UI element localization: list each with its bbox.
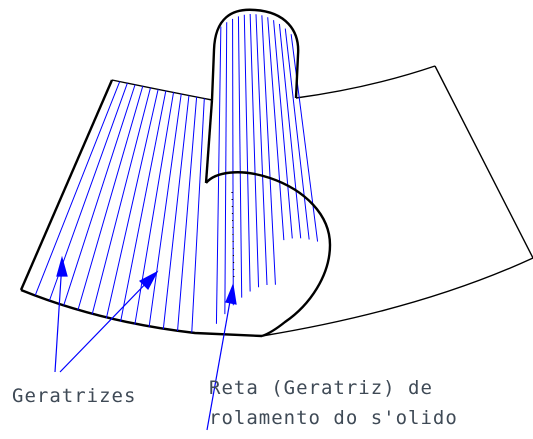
- generatrix-line: [224, 22, 228, 315]
- generatrix-line: [63, 84, 136, 306]
- generatrix-line: [237, 16, 243, 298]
- generatrix-line: [261, 15, 276, 285]
- sheet-bottom-edge: [261, 257, 533, 337]
- generatrix-line: [278, 23, 302, 239]
- sheet-outline: [19, 65, 533, 338]
- generatrix-line: [243, 14, 251, 292]
- arrowhead-icon: [56, 255, 68, 277]
- sheet-left-edge: [19, 79, 114, 291]
- generatrix-line: [191, 98, 205, 333]
- generatrix-line: [232, 18, 234, 306]
- sheet-top-edge-right: [295, 65, 436, 99]
- generatrix-line: [249, 14, 260, 288]
- cylinder-outline: [204, 8, 332, 338]
- generatrix-line: [77, 86, 144, 311]
- label-reta-line2: rolamento do s'olido: [209, 407, 458, 429]
- generatrix-line: [148, 93, 182, 328]
- cylinder-top-ellipse: [210, 8, 300, 101]
- generatrix-line: [34, 81, 121, 296]
- generatrix-line: [162, 95, 190, 330]
- generatrix-line: [134, 92, 175, 325]
- arrow-geratrizes-right: [59, 274, 155, 373]
- generatrix-line: [290, 34, 319, 242]
- generatrix-line: [255, 14, 268, 286]
- label-geratrizes: Geratrizes: [12, 385, 137, 407]
- arrow-reta: [206, 289, 233, 431]
- generatrix-line: [105, 89, 159, 319]
- generatrix-line: [91, 87, 151, 315]
- sheet-bottom-edge-left: [20, 288, 263, 338]
- cylinder-left-edge: [204, 99, 214, 184]
- arrowhead-icon: [225, 282, 237, 305]
- arrow-geratrizes-left: [54, 261, 63, 373]
- label-reta-line1: Reta (Geratriz) de: [209, 377, 433, 399]
- annotation-arrows: [54, 255, 237, 431]
- arrowhead-icon: [139, 270, 159, 290]
- cylinder-bottom-curl: [205, 171, 332, 338]
- generatrix-lines-cylinder: [215, 14, 319, 324]
- sheet-right-edge: [434, 65, 533, 259]
- generatrix-line: [267, 17, 285, 241]
- generatrix-line: [120, 90, 167, 322]
- generatrix-line: [284, 28, 310, 240]
- generatrix-lines-flat: [34, 81, 205, 333]
- generatrix-line: [177, 96, 198, 331]
- generatrix-line: [273, 20, 293, 239]
